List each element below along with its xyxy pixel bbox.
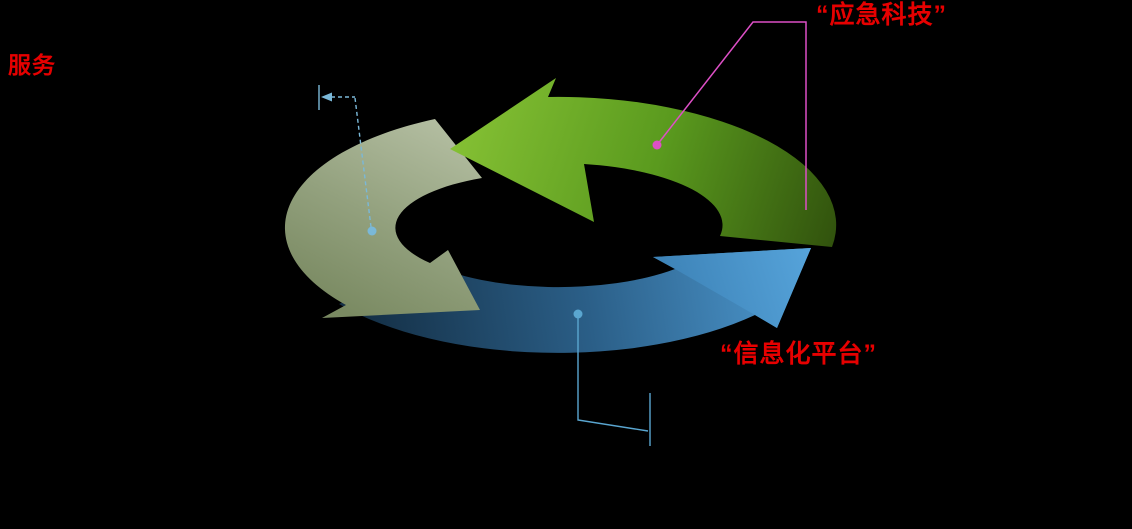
green-arrow — [450, 78, 837, 247]
service-callout-diagonal — [354, 97, 372, 228]
label-emergency-tech: “应急科技” — [816, 1, 948, 29]
label-service: 服务 — [8, 52, 56, 78]
service-callout — [318, 85, 372, 228]
service-callout-arrowhead — [321, 92, 332, 102]
emergency-tech-anchor-dot — [652, 140, 662, 150]
info-platform-callout — [577, 318, 651, 446]
emergency-tech-callout-line — [656, 21, 807, 210]
info-platform-anchor-dot — [573, 309, 583, 319]
info-platform-callout-line — [577, 318, 649, 432]
sage-arrow — [284, 119, 482, 318]
service-anchor-dot — [367, 226, 377, 236]
blue-arrowhead — [653, 248, 811, 328]
emergency-tech-callout — [656, 21, 807, 210]
label-info-platform: “信息化平台” — [720, 340, 878, 368]
